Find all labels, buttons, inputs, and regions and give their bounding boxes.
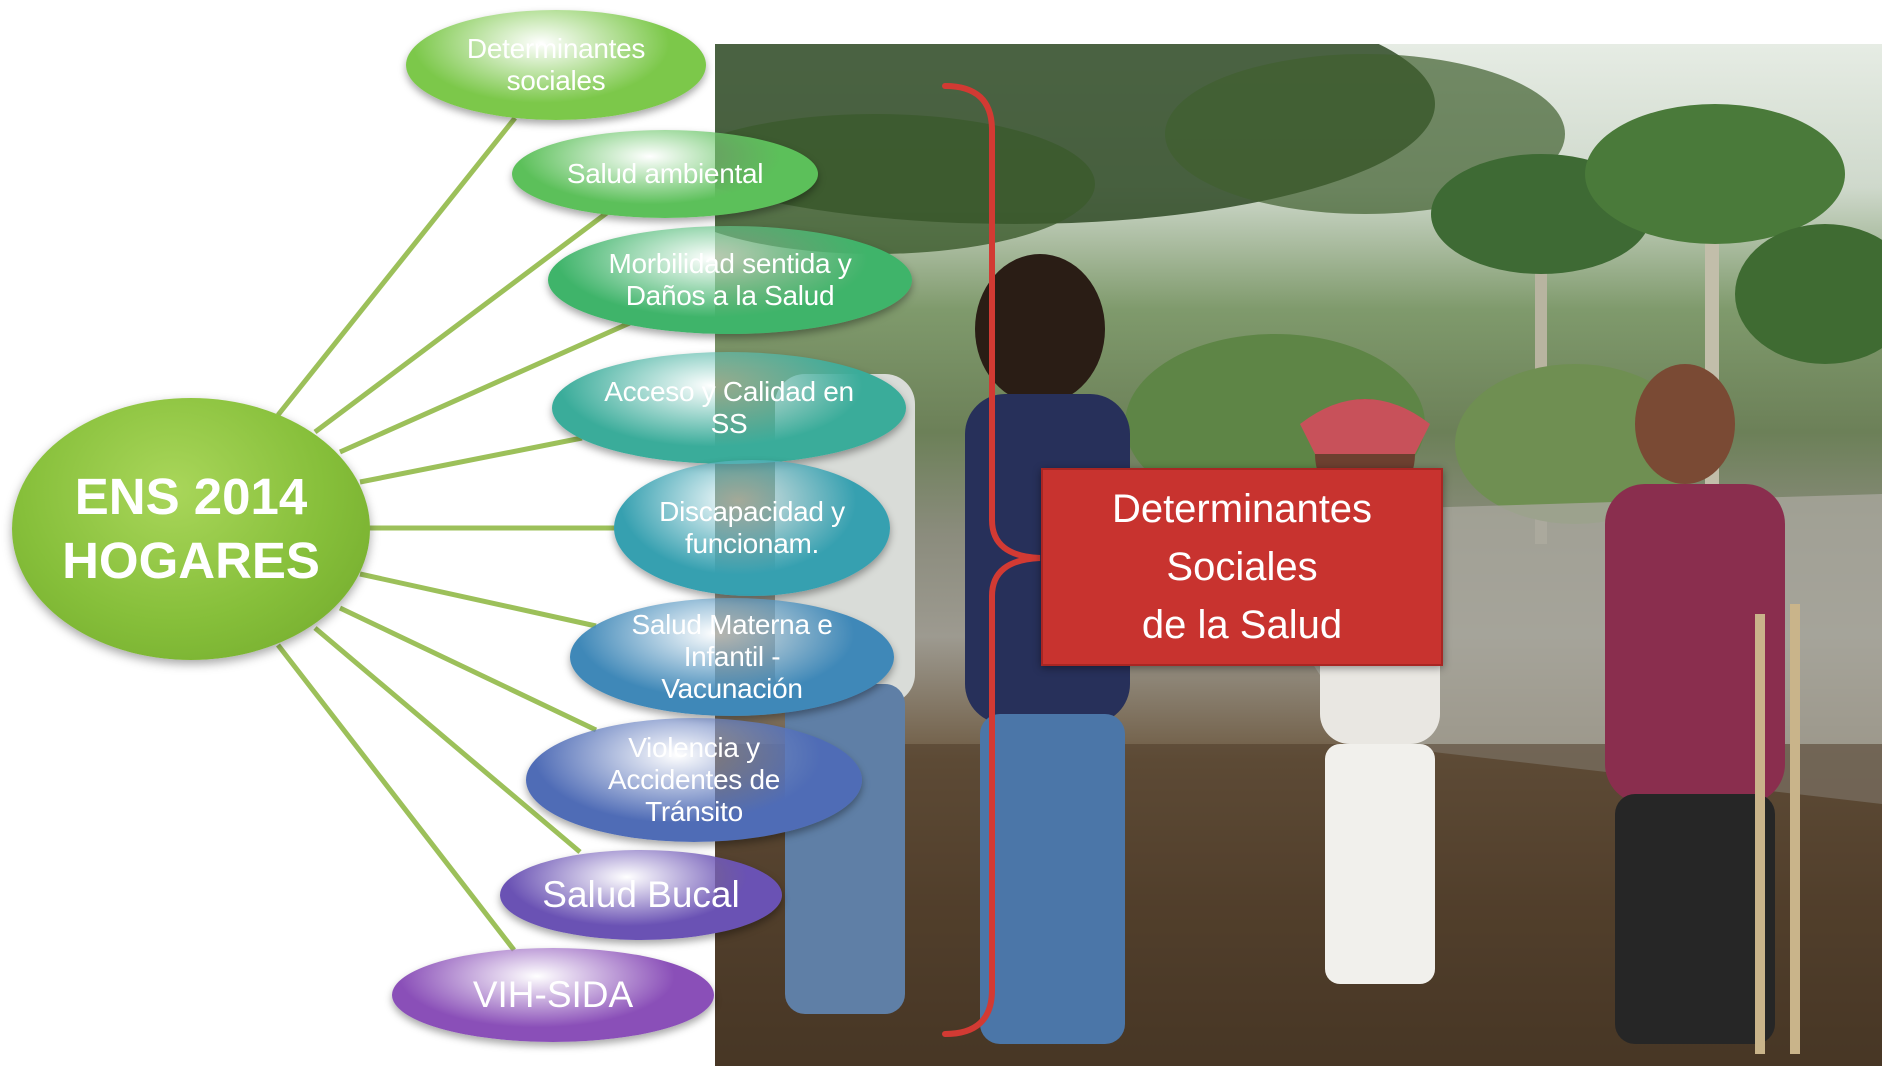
topic-morbilidad-sentida: Morbilidad sentida y Daños a la Salud (548, 226, 912, 334)
topic-label: VIH-SIDA (472, 973, 634, 1015)
topic-discapacidad: Discapacidad y funcionam. (614, 460, 890, 596)
hub-title: ENS 2014 HOGARES (62, 468, 320, 589)
topic-salud-ambiental: Salud ambiental (512, 130, 818, 218)
topic-salud-materna-infantil: Salud Materna e Infantil - Vacunación (570, 598, 894, 716)
connector-line (276, 643, 516, 952)
topic-label: Salud ambiental (566, 157, 764, 189)
street-scene-photo (715, 44, 1882, 1066)
connector-line (338, 319, 634, 455)
connector-line (313, 626, 582, 854)
topic-label: Salud Materna e Infantil - Vacunación (631, 608, 833, 705)
topic-violencia-accidentes: Violencia y Accidentes de Tránsito (526, 718, 862, 842)
topic-determinantes-sociales: Determinantes sociales (406, 10, 706, 120)
topic-label: Discapacidad y funcionam. (659, 495, 845, 559)
connector-line (359, 435, 583, 485)
topic-vih-sida: VIH-SIDA (392, 948, 714, 1042)
callout-determinantes-sociales: Determinantes Sociales de la Salud (1041, 468, 1443, 666)
topic-label: Morbilidad sentida y Daños a la Salud (608, 247, 852, 311)
topic-label: Acceso y Calidad en SS (604, 375, 854, 439)
connector-line (338, 605, 598, 733)
callout-label: Determinantes Sociales de la Salud (1111, 487, 1373, 647)
connector-line (313, 210, 610, 434)
topic-label: Violencia y Accidentes de Tránsito (608, 731, 780, 828)
connector-line (276, 116, 517, 417)
topic-acceso-calidad-ss: Acceso y Calidad en SS (552, 352, 906, 464)
topic-label: Salud Bucal (542, 873, 740, 915)
topic-label: Determinantes sociales (466, 32, 646, 96)
hub-node-ens-2014-hogares: ENS 2014 HOGARES (12, 398, 370, 660)
connector-line (359, 571, 597, 629)
topic-salud-bucal: Salud Bucal (500, 850, 782, 940)
